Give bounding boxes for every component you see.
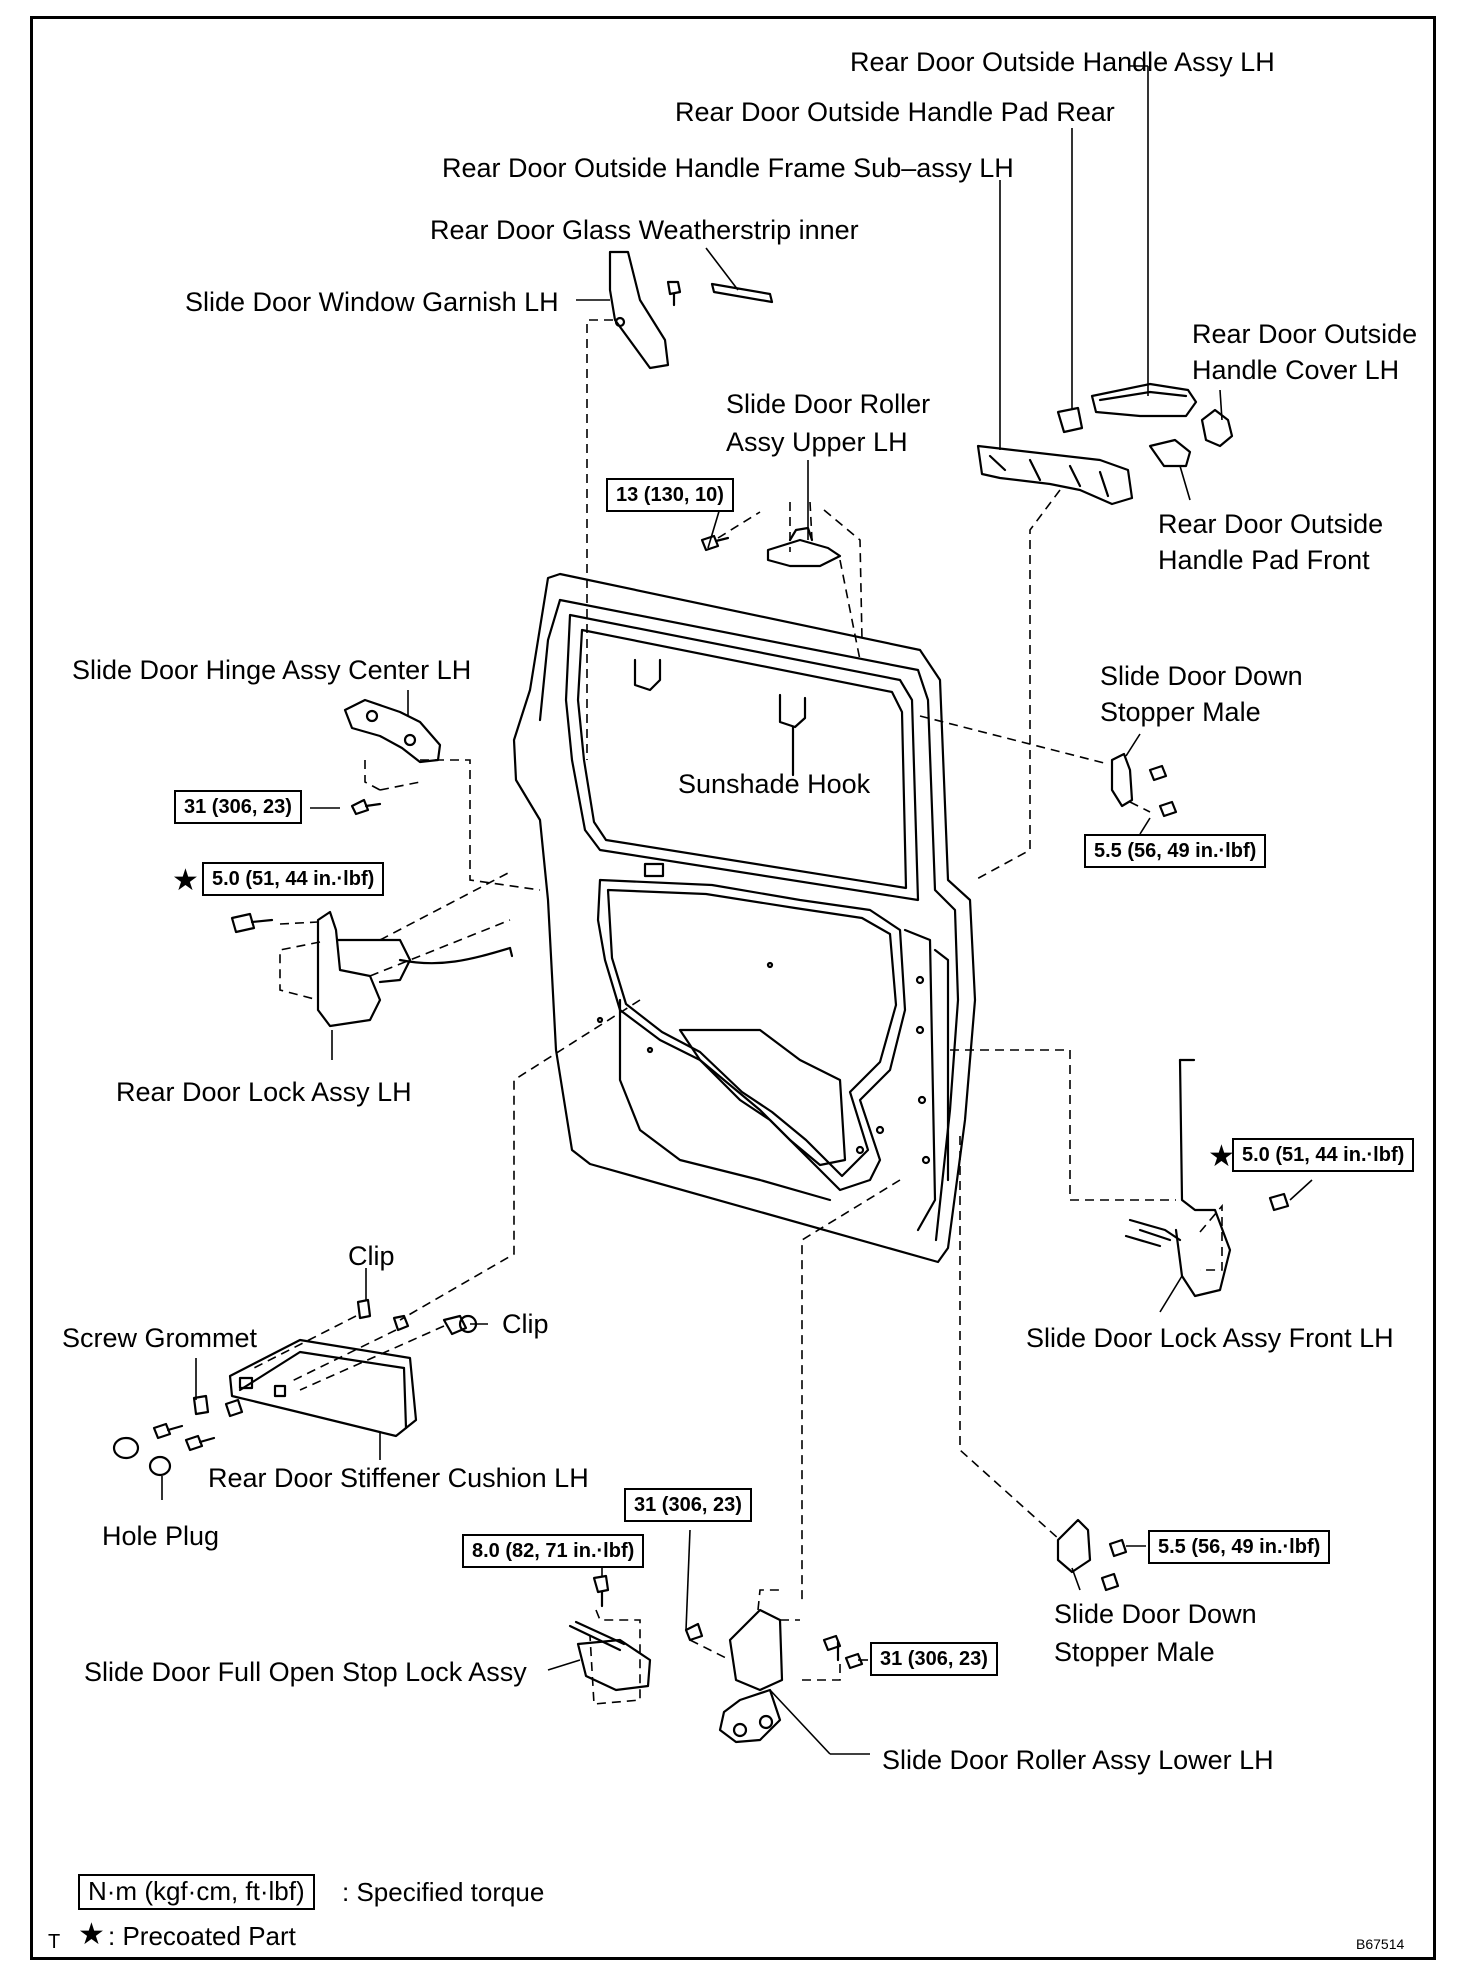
screw-grommet-part — [192, 1394, 210, 1416]
handle-frame-part — [976, 444, 1134, 506]
label-window-garnish: Slide Door Window Garnish LH — [185, 287, 559, 317]
sunshade-hook-2 — [778, 693, 807, 729]
torque-full-open-stop: 8.0 (82, 71 in.·lbf) — [462, 1534, 645, 1568]
corner-mark: T — [48, 1931, 61, 1953]
rear-lock-part — [316, 910, 382, 1028]
torque-hinge-center: 31 (306, 23) — [174, 790, 302, 824]
roller-lower-part — [728, 1608, 784, 1692]
label-rear-lock: Rear Door Lock Assy LH — [116, 1077, 412, 1107]
door-window-opening — [564, 613, 920, 902]
legend-torque-text: : Specified torque — [342, 1877, 545, 1907]
stiffener-cushion-part — [228, 1338, 418, 1438]
label-sunshade-hook: Sunshade Hook — [678, 769, 871, 799]
clip-right-part — [442, 1314, 468, 1336]
label-down-stopper-upper-line2: Stopper Male — [1100, 697, 1261, 727]
precoat-star-rear-lock: ★ — [172, 863, 199, 898]
figure-id: B67514 — [1356, 1936, 1405, 1952]
hole-plug-part-2 — [148, 1455, 172, 1477]
down-stopper-upper-part — [1110, 752, 1134, 808]
label-hinge-center: Slide Door Hinge Assy Center LH — [72, 655, 472, 685]
label-outside-handle-frame: Rear Door Outside Handle Frame Sub–assy … — [442, 153, 1014, 183]
label-outside-handle-pad-rear: Rear Door Outside Handle Pad Rear — [675, 97, 1115, 127]
torque-roller-lower-top: 31 (306, 23) — [624, 1488, 752, 1522]
handle-pad-front-part — [1148, 438, 1192, 468]
label-handle-pad-front-line1: Rear Door Outside — [1158, 509, 1384, 539]
figure-frame — [30, 16, 1436, 1960]
label-clip-right: Clip — [502, 1309, 549, 1339]
torque-rear-lock: 5.0 (51, 44 in.·lbf) — [202, 862, 385, 896]
label-roller-upper-line1: Slide Door Roller — [726, 389, 931, 419]
hole-plug-part-1 — [112, 1436, 140, 1460]
label-screw-grommet: Screw Grommet — [62, 1323, 258, 1353]
hinge-center-part — [343, 698, 442, 764]
full-open-stop-part — [576, 1638, 652, 1692]
sunshade-hook-1 — [633, 658, 662, 692]
label-stiffener-cushion: Rear Door Stiffener Cushion LH — [208, 1463, 589, 1493]
label-hole-plug: Hole Plug — [102, 1521, 220, 1551]
label-clip-top: Clip — [348, 1241, 395, 1271]
precoat-star-lock-front: ★ — [1208, 1139, 1235, 1174]
label-handle-cover-line1: Rear Door Outside — [1192, 319, 1418, 349]
label-roller-upper-line2: Assy Upper LH — [726, 427, 908, 457]
label-full-open-stop: Slide Door Full Open Stop Lock Assy — [84, 1657, 527, 1687]
window-garnish-part — [608, 250, 670, 370]
label-lock-front: Slide Door Lock Assy Front LH — [1026, 1323, 1394, 1353]
torque-lock-front: 5.0 (51, 44 in.·lbf) — [1232, 1138, 1415, 1172]
label-down-stopper-lower-line2: Stopper Male — [1054, 1637, 1215, 1667]
label-glass-weatherstrip: Rear Door Glass Weatherstrip inner — [430, 215, 859, 245]
label-handle-pad-front-line2: Handle Pad Front — [1158, 545, 1370, 575]
label-handle-cover-line2: Handle Cover LH — [1192, 355, 1400, 385]
legend-precoat-text: : Precoated Part — [108, 1921, 296, 1951]
legend-precoat-star: ★ — [78, 1917, 105, 1952]
label-roller-lower: Slide Door Roller Assy Lower LH — [882, 1745, 1274, 1775]
torque-down-stopper-lower: 5.5 (56, 49 in.·lbf) — [1148, 1530, 1331, 1564]
handle-pad-rear-part — [1056, 406, 1084, 434]
weatherstrip-part — [710, 282, 774, 304]
outside-handle-part — [1090, 382, 1198, 418]
down-stopper-lower-part — [1056, 1518, 1092, 1574]
legend-torque-unit-box: N·m (kgf·cm, ft·lbf) — [78, 1874, 315, 1910]
clip-top-part — [356, 1298, 372, 1320]
label-outside-handle-assy: Rear Door Outside Handle Assy LH — [850, 47, 1275, 77]
door-panel-outline — [512, 572, 977, 1264]
roller-upper-part — [766, 538, 842, 568]
label-down-stopper-upper-line1: Slide Door Down — [1100, 661, 1303, 691]
torque-roller-upper: 13 (130, 10) — [606, 478, 734, 512]
handle-cover-part — [1200, 408, 1234, 448]
torque-roller-lower-side: 31 (306, 23) — [870, 1642, 998, 1676]
lock-front-part — [1174, 1058, 1232, 1298]
torque-down-stopper-upper: 5.5 (56, 49 in.·lbf) — [1084, 834, 1267, 868]
label-down-stopper-lower-line1: Slide Door Down — [1054, 1599, 1257, 1629]
